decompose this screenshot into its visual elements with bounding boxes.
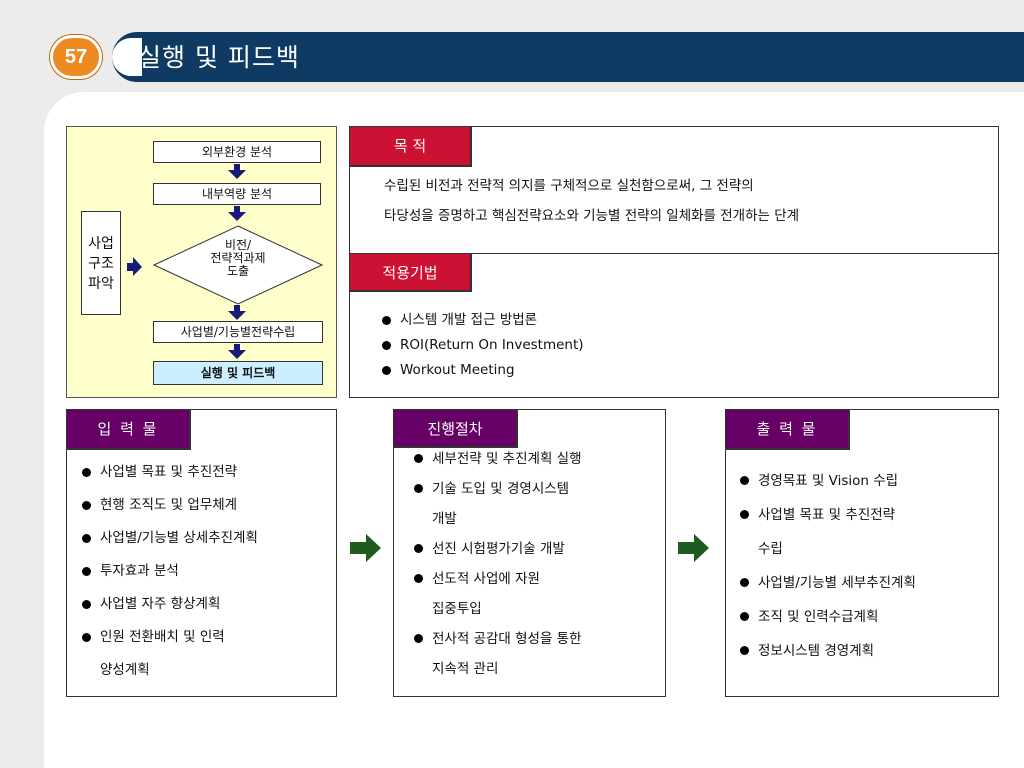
right-arrow-icon <box>350 534 381 562</box>
method-list: 시스템 개발 접근 방법론 ROI(Return On Investment) … <box>380 308 584 383</box>
output-section <box>725 409 999 697</box>
list-item: 사업별 목표 및 추진전략 <box>738 498 916 532</box>
input-list: 사업별 목표 및 추진전략 현행 조직도 및 업무체계 사업별/기능별 상세추진… <box>80 456 258 687</box>
list-item: 선도적 사업에 자원 <box>412 564 582 594</box>
list-item-continuation: 지속적 관리 <box>432 661 499 677</box>
purpose-line-1: 수립된 비전과 전략적 의지를 구체적으로 실천함으로써, 그 전략의 <box>384 178 754 194</box>
list-item: 기술 도입 및 경영시스템 <box>412 474 582 504</box>
down-arrow-icon <box>228 305 246 320</box>
right-arrow-icon <box>678 534 709 562</box>
down-arrow-icon <box>228 344 246 359</box>
right-arrow-icon <box>127 257 142 276</box>
list-item: 시스템 개발 접근 방법론 <box>380 308 584 333</box>
list-item: 사업별/기능별 세부추진계획 <box>738 566 916 600</box>
down-arrow-icon <box>228 164 246 179</box>
list-item-continuation: 집중투입 <box>432 601 482 617</box>
input-title: 입 력 물 <box>67 410 191 450</box>
list-item: 인원 전환배치 및 인력 <box>80 621 258 654</box>
list-item-continuation: 수립 <box>758 541 783 557</box>
down-arrow-icon <box>228 206 246 221</box>
flow-step-execution-feedback: 실행 및 피드백 <box>153 361 323 385</box>
purpose-line-2: 타당성을 증명하고 핵심전략요소와 기능별 전략의 일체화를 전개하는 단계 <box>384 208 800 224</box>
flow-step-internal-analysis: 내부역량 분석 <box>153 183 321 205</box>
list-item: ROI(Return On Investment) <box>380 333 584 358</box>
flow-step-strategy-planning: 사업별/기능별전략수립 <box>153 321 323 343</box>
decision-diamond <box>153 225 323 305</box>
process-section <box>393 409 666 697</box>
header-bar <box>112 32 1024 82</box>
list-item: 세부전략 및 추진계획 실행 <box>412 444 582 474</box>
method-title: 적용기법 <box>350 254 472 292</box>
list-item-continuation: 개발 <box>432 511 457 527</box>
list-item: 전사적 공감대 형성을 통한 <box>412 624 582 654</box>
list-item: 경영목표 및 Vision 수립 <box>738 464 916 498</box>
page-title: 실행 및 피드백 <box>138 43 300 72</box>
flow-step-external-analysis: 외부환경 분석 <box>153 141 321 163</box>
output-title: 출 력 물 <box>726 410 850 450</box>
purpose-title: 목 적 <box>350 127 472 167</box>
list-item: Workout Meeting <box>380 358 584 383</box>
list-item: 사업별 자주 향상계획 <box>80 588 258 621</box>
flowchart-panel: 외부환경 분석 내부역량 분석 비전/ 전략적과제 도출 사업 구조 파악 사업… <box>66 126 337 398</box>
output-list: 경영목표 및 Vision 수립 사업별 목표 및 추진전략 수립 사업별/기능… <box>738 464 916 668</box>
list-item: 사업별 목표 및 추진전략 <box>80 456 258 489</box>
list-item: 조직 및 인력수급계획 <box>738 600 916 634</box>
process-title: 진행절차 <box>394 410 518 448</box>
page-number-badge: 57 <box>50 35 102 79</box>
list-item: 투자효과 분석 <box>80 555 258 588</box>
list-item: 현행 조직도 및 업무체계 <box>80 489 258 522</box>
list-item: 선진 시험평가기술 개발 <box>412 534 582 564</box>
input-section <box>66 409 337 697</box>
diamond-label: 비전/ 전략적과제 도출 <box>210 238 266 278</box>
list-item-continuation: 양성계획 <box>100 662 150 678</box>
list-item: 사업별/기능별 상세추진계획 <box>80 522 258 555</box>
process-list: 세부전략 및 추진계획 실행 기술 도입 및 경영시스템 개발 선진 시험평가기… <box>412 444 582 684</box>
side-box-business-structure: 사업 구조 파악 <box>81 211 121 315</box>
list-item: 정보시스템 경영계획 <box>738 634 916 668</box>
